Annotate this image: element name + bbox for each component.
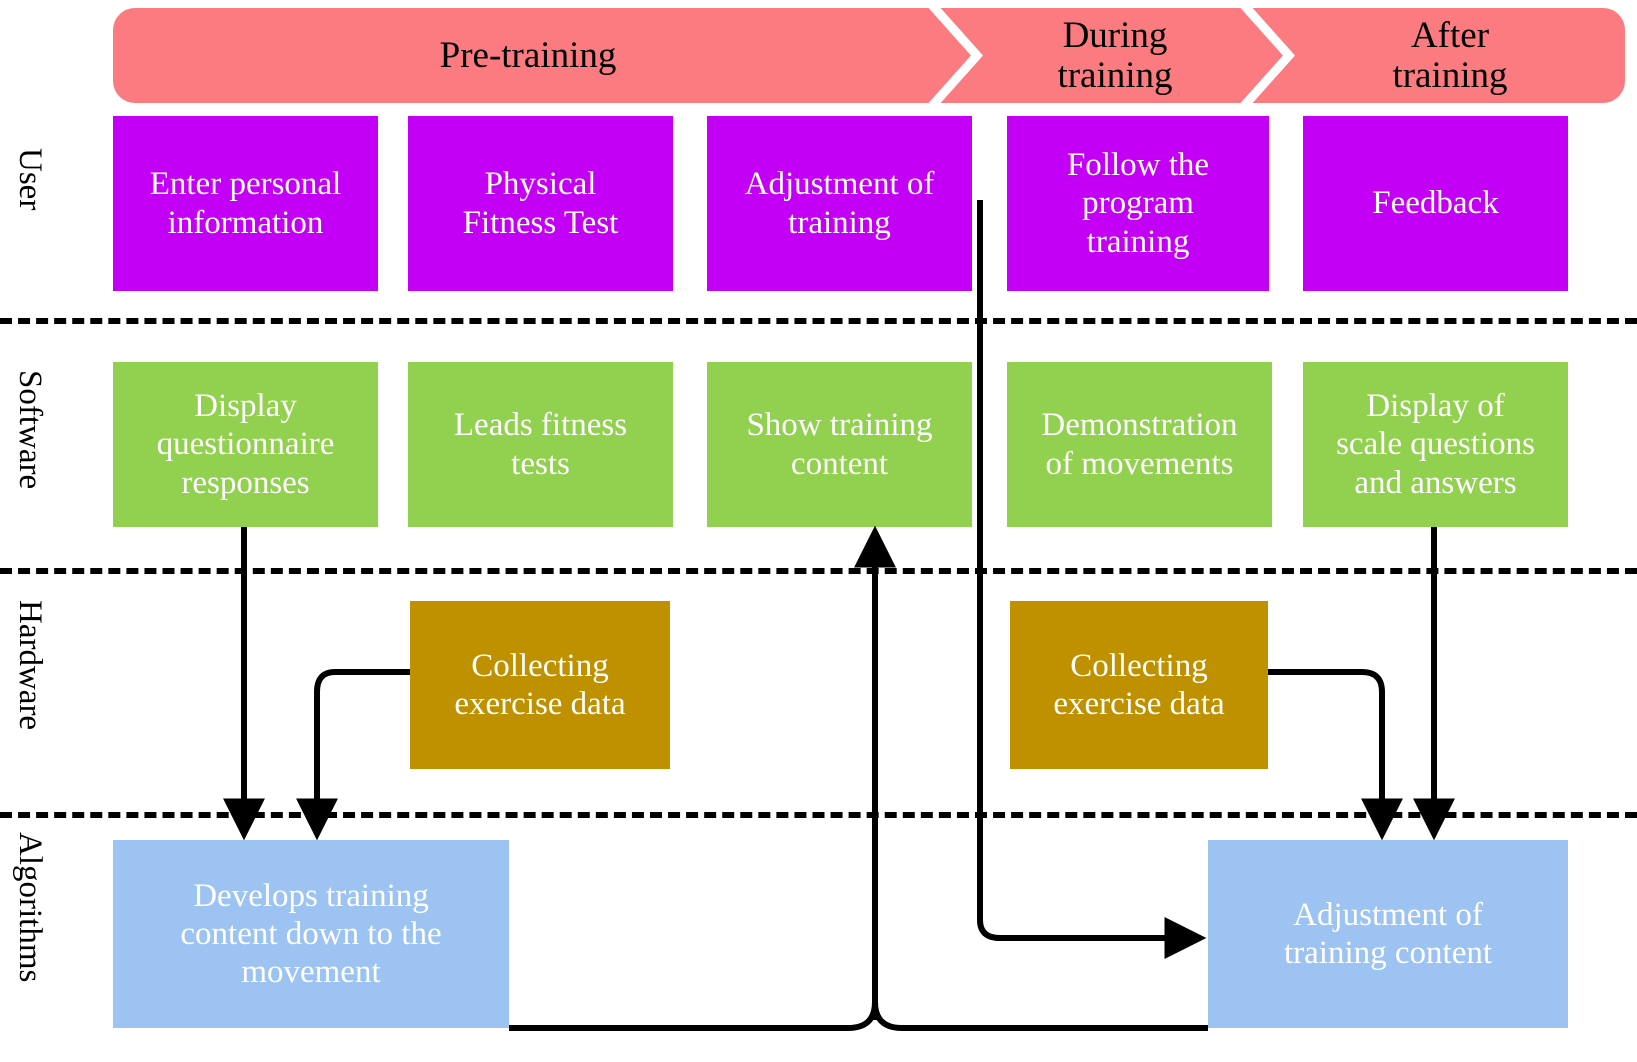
node-leads-fitness-tests[interactable]: Leads fitness tests	[408, 362, 673, 527]
phase-label-after-training: After training	[1392, 15, 1508, 96]
node-display-questionnaire-responses[interactable]: Display questionnaire responses	[113, 362, 378, 527]
connector-algorithms-bottom-rail	[509, 999, 1208, 1031]
lane-label-software: Software	[12, 370, 48, 490]
node-enter-personal-information[interactable]: Enter personal information	[113, 116, 378, 291]
node-feedback[interactable]: Feedback	[1303, 116, 1568, 291]
node-adjustment-of-training[interactable]: Adjustment of training	[707, 116, 972, 291]
node-adjustment-of-training-content[interactable]: Adjustment of training content	[1208, 840, 1568, 1028]
lane-label-algorithms: Algorithms	[12, 832, 48, 983]
node-physical-fitness-test[interactable]: Physical Fitness Test	[408, 116, 673, 291]
phase-label-pre-training: Pre-training	[439, 34, 617, 76]
lane-separator-hardware-algorithms	[0, 812, 1637, 818]
node-follow-the-program-training[interactable]: Follow the program training	[1007, 116, 1269, 291]
phase-label-during-training: During training	[1057, 15, 1173, 96]
node-demonstration-of-movements[interactable]: Demonstration of movements	[1007, 362, 1272, 527]
lane-label-user: User	[12, 148, 48, 211]
lane-label-hardware: Hardware	[12, 600, 48, 731]
node-collecting-exercise-data-2[interactable]: Collecting exercise data	[1010, 601, 1268, 769]
node-display-of-scale-questions-and-answers[interactable]: Display of scale questions and answers	[1303, 362, 1568, 527]
connector-hardware2-to-adjustment	[1268, 669, 1403, 841]
lane-separator-software-hardware	[0, 568, 1637, 574]
phase-banner	[113, 8, 1625, 103]
lane-separator-user-software	[0, 318, 1637, 324]
node-develops-training-content[interactable]: Develops training content down to the mo…	[113, 840, 509, 1028]
node-show-training-content[interactable]: Show training content	[707, 362, 972, 527]
node-collecting-exercise-data-1[interactable]: Collecting exercise data	[410, 601, 670, 769]
connector-hardware1-to-develops	[296, 669, 410, 841]
